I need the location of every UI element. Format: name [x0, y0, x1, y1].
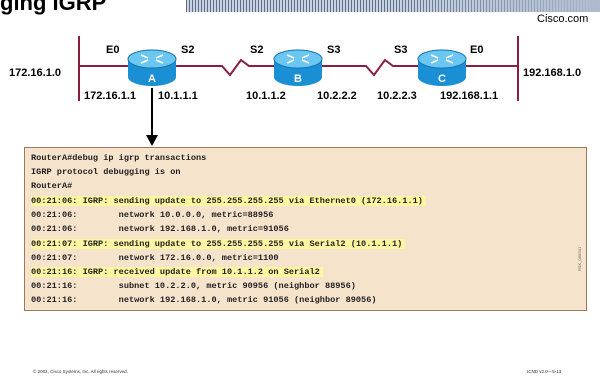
console-line-highlighted: 00:21:06: IGRP: sending update to 255.25…	[31, 194, 426, 208]
footer-course-code: ICND v2.0—5-13	[527, 369, 562, 374]
side-note: RSK_080S01	[577, 246, 582, 271]
address-b-s2: 10.1.1.2	[246, 90, 286, 102]
port-c-right: E0	[470, 44, 484, 56]
router-a-icon	[127, 49, 177, 86]
address-a-e0: 172.16.1.1	[84, 90, 136, 102]
console-line-highlighted: 00:21:07: IGRP: sending update to 255.25…	[31, 237, 406, 251]
console-line: 00:21:06: network 192.168.1.0, metric=91…	[31, 224, 289, 234]
console-line-highlighted: 00:21:16: IGRP: received update from 10.…	[31, 265, 323, 279]
serial-link-bc	[322, 58, 418, 77]
address-c-e0: 192.168.1.1	[440, 90, 499, 102]
arrow-head-icon	[146, 135, 158, 146]
port-a-left: E0	[106, 44, 120, 56]
console-line: IGRP protocol debugging is on	[31, 167, 181, 177]
port-b-right: S3	[327, 44, 341, 56]
right-network-label: 192.168.1.0	[523, 67, 582, 79]
footer-copyright: © 2002, Cisco Systems, Inc. All rights r…	[33, 369, 128, 374]
address-a-s2: 10.1.1.1	[158, 90, 198, 102]
console-line: 00:21:06: network 10.0.0.0, metric=88956	[31, 210, 274, 220]
page-title: ging IGRP	[0, 0, 107, 15]
address-b-s3: 10.2.2.2	[317, 90, 357, 102]
router-c-name: C	[438, 73, 446, 85]
left-network-label: 172.16.1.0	[9, 67, 61, 79]
brand-label: Cisco.com	[537, 13, 589, 25]
header-bar	[186, 0, 600, 12]
router-b-icon	[273, 49, 323, 86]
console-line: 00:21:16: subnet 10.2.2.0, metric 90956 …	[31, 281, 356, 291]
port-c-left: S3	[394, 44, 408, 56]
router-a-name: A	[148, 73, 156, 85]
port-a-right: S2	[181, 44, 195, 56]
console-line: 00:21:16: network 192.168.1.0, metric 91…	[31, 295, 377, 305]
router-b-name: B	[294, 73, 302, 85]
port-b-left: S2	[250, 44, 264, 56]
console-line: RouterA#debug ip igrp transactions	[31, 153, 207, 163]
console-output: RouterA#debug ip igrp transactions IGRP …	[24, 147, 587, 311]
console-line: RouterA#	[31, 181, 73, 191]
address-c-s3: 10.2.2.3	[377, 90, 417, 102]
serial-link-ab	[176, 58, 274, 77]
router-c-icon	[417, 49, 467, 86]
console-line: 00:21:07: network 172.16.0.0, metric=110…	[31, 253, 279, 263]
